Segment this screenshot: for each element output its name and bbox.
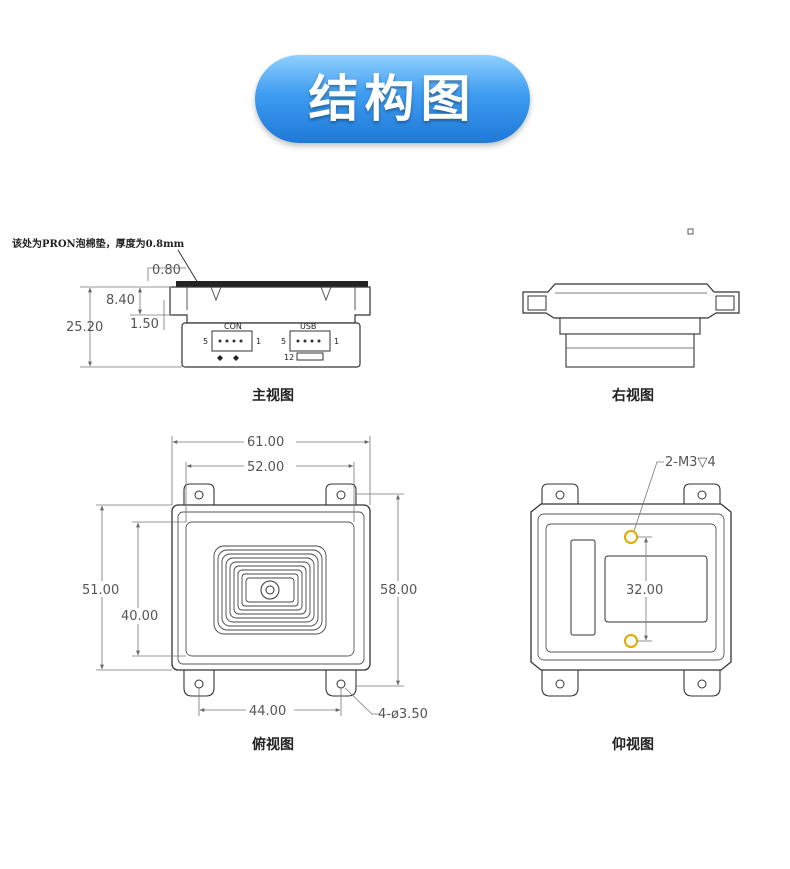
pin-label: 12 (284, 353, 294, 362)
title-banner: 结构图 (255, 55, 530, 143)
banner-title: 结构图 (308, 70, 477, 128)
pin-label: 5 (281, 337, 286, 346)
dim-44-00: 44.00 (249, 704, 286, 719)
front-view-caption: 主视图 (252, 387, 294, 404)
dim-32-00: 32.00 (626, 583, 663, 598)
pin-label: 1 (256, 337, 261, 346)
con-label: CON (224, 322, 242, 331)
top-view: 61.00 52.00 51.00 40.00 58.00 44.00 4-ø3… (80, 434, 428, 753)
dim-61-00: 61.00 (247, 435, 284, 450)
dim-58-00: 58.00 (380, 583, 417, 598)
right-view: 右视图 (522, 228, 740, 404)
dim-51-00: 51.00 (82, 583, 119, 598)
bottom-view-caption: 仰视图 (612, 736, 654, 753)
dim-8-40: 8.40 (106, 293, 135, 308)
foam-note: 该处为PRON泡棉垫，厚度为0.8mm (12, 237, 185, 250)
top-view-caption: 俯视图 (252, 736, 294, 753)
dim-40-00: 40.00 (121, 609, 158, 624)
front-view: 该处为PRON泡棉垫，厚度为0.8mm CON 5 1 USB 5 1 12 0… (12, 237, 371, 404)
pin-label: 5 (203, 337, 208, 346)
bottom-view: 32.00 2-M3▽4 仰视图 (530, 455, 732, 753)
usb-label: USB (300, 322, 316, 331)
thread-spec: 2-M3▽4 (665, 455, 716, 470)
dim-52-00: 52.00 (247, 460, 284, 475)
right-view-caption: 右视图 (611, 387, 654, 404)
pin-label: 1 (334, 337, 339, 346)
hole-spec: 4-ø3.50 (378, 707, 428, 722)
dim-0-80: 0.80 (152, 263, 181, 278)
dim-25-20: 25.20 (66, 320, 103, 335)
dim-1-50: 1.50 (130, 317, 159, 332)
